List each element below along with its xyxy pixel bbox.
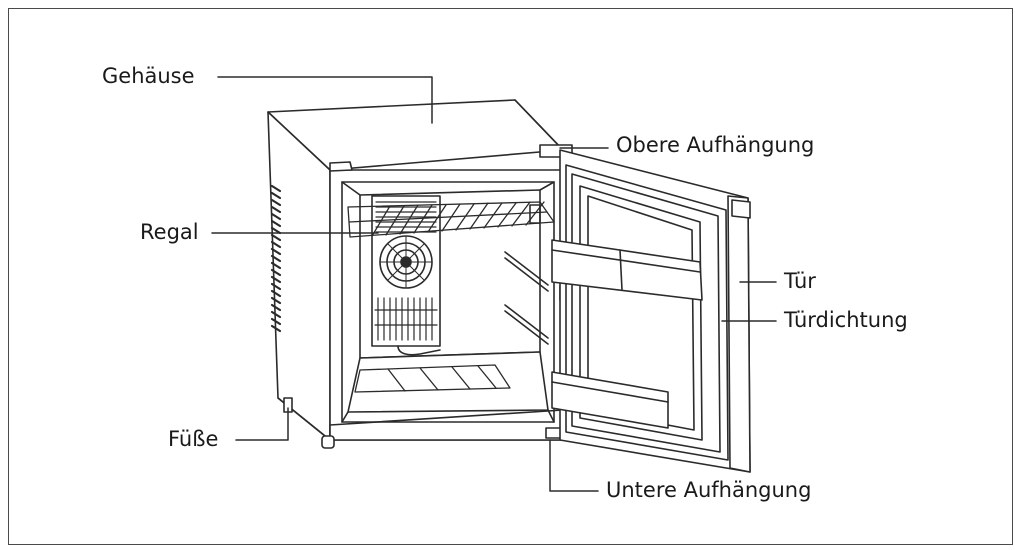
leader-gehaeuse (217, 76, 433, 124)
leader-untere-aufhaengung (549, 439, 599, 492)
label-obere-aufhaengung: Obere Aufhängung (616, 133, 815, 157)
open-door (551, 149, 751, 473)
label-fuesse: Füße (168, 427, 219, 451)
label-regal: Regal (140, 220, 199, 244)
feet (283, 397, 335, 449)
floor-tray (354, 364, 511, 393)
label-untere-aufhaengung: Untere Aufhängung (606, 478, 812, 502)
label-tuerdichtung: Türdichtung (784, 308, 908, 332)
cooling-unit (371, 195, 441, 356)
shelf-rails (504, 204, 567, 345)
leader-fuesse (235, 407, 289, 441)
side-vent-slits (270, 184, 282, 333)
leader-lines (211, 76, 777, 492)
label-tuer: Tür (784, 269, 816, 293)
wire-shelf (347, 201, 555, 238)
label-gehaeuse: Gehäuse (102, 64, 195, 88)
